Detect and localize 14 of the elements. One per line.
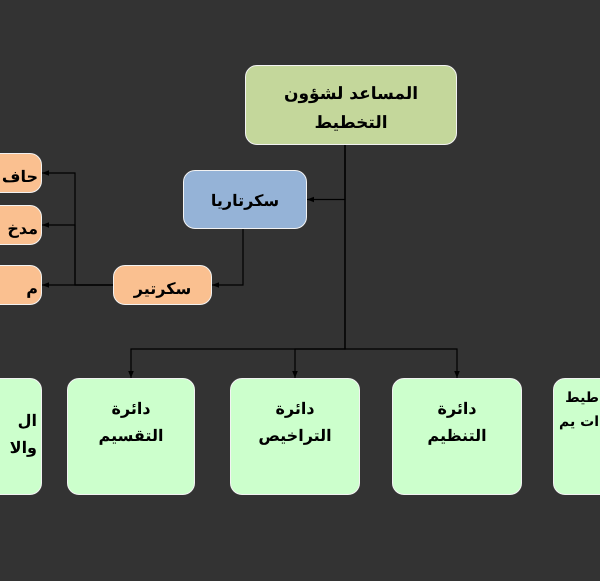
- org-box: دائرة التراخيص: [230, 378, 360, 495]
- org-box: دائرة التقسيم: [67, 378, 195, 495]
- org-box: سكرتاريا: [183, 170, 307, 229]
- connector-arrow: [344, 145, 460, 378]
- org-box: طيط ات يم: [553, 378, 600, 495]
- org-box: سكرتير: [113, 265, 212, 305]
- org-box: م: [0, 265, 42, 305]
- org-box: المساعد لشؤون التخطيط: [245, 65, 457, 145]
- org-box: مدخ: [0, 205, 42, 245]
- org-box: حاف: [0, 153, 42, 193]
- connector-arrow: [212, 229, 244, 288]
- org-box: ال والا: [0, 378, 42, 495]
- org-box: دائرة التنظيم: [392, 378, 522, 495]
- connector-arrow: [42, 282, 113, 288]
